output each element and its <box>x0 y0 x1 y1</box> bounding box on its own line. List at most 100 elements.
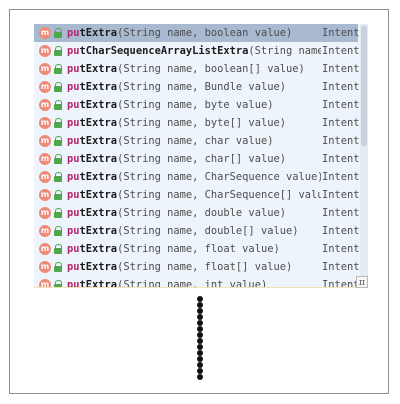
method-name: tExtra <box>79 153 118 165</box>
suggestion-item[interactable]: m putExtra(String name, CharSequence valu… <box>34 168 360 186</box>
public-lock-icon <box>54 226 62 236</box>
method-params: (String name, byte[] value) <box>117 117 286 129</box>
method-signature: putExtra(String name, byte[] value) <box>67 114 321 132</box>
method-signature: putExtra(String name, CharSequence[] val… <box>67 186 321 204</box>
suggestion-item[interactable]: m putExtra(String name, float[] value)Int… <box>34 258 360 276</box>
method-params: (String name, double value) <box>117 207 286 219</box>
method-signature: putExtra(String name, boolean[] value) <box>67 60 321 78</box>
public-lock-icon <box>54 244 62 254</box>
public-lock-icon <box>54 82 62 92</box>
method-signature: putExtra(String name, Bundle value) <box>67 78 321 96</box>
suggestion-item[interactable]: m putExtra(String name, CharSequence[] va… <box>34 186 360 204</box>
method-name: tExtra <box>79 243 118 255</box>
method-params: (String name, byte value) <box>117 99 274 111</box>
public-lock-icon <box>54 100 62 110</box>
return-type: Intent <box>322 243 360 255</box>
method-name: tExtra <box>79 99 118 111</box>
method-name: tExtra <box>79 225 118 237</box>
method-icon: m <box>39 225 51 237</box>
method-name: tCharSequenceArrayListExtra <box>79 45 249 57</box>
method-params: (String name, double[] value) <box>117 225 299 237</box>
method-name: tExtra <box>79 135 118 147</box>
match-prefix: pu <box>67 135 80 147</box>
match-prefix: pu <box>67 81 80 93</box>
public-lock-icon <box>54 64 62 74</box>
method-name: tExtra <box>79 171 118 183</box>
suggestion-item[interactable]: m putExtra(String name, float value) Inten… <box>34 240 360 258</box>
public-lock-icon <box>54 280 62 288</box>
method-name: tExtra <box>79 81 118 93</box>
method-name: tExtra <box>79 117 118 129</box>
method-signature: putExtra(String name, float[] value) <box>67 258 321 276</box>
method-icon: m <box>39 117 51 129</box>
public-lock-icon <box>54 28 62 38</box>
match-prefix: pu <box>67 117 80 129</box>
method-params: (String name, char[] value) <box>117 153 286 165</box>
method-icon: m <box>39 207 51 219</box>
method-icon: m <box>39 171 51 183</box>
suggestion-item[interactable]: m putExtra(String name, double[] value)In… <box>34 222 360 240</box>
method-params: (String name, CharSequence value) <box>117 171 321 183</box>
scrollbar-track[interactable] <box>360 24 368 288</box>
return-type: Intent <box>322 153 360 165</box>
public-lock-icon <box>54 154 62 164</box>
method-signature: putExtra(String name, boolean value) <box>67 24 321 42</box>
method-params: (String name, Bundle value) <box>117 81 286 93</box>
public-lock-icon <box>54 118 62 128</box>
match-prefix: pu <box>67 153 80 165</box>
method-name: tExtra <box>79 279 118 288</box>
pi-icon[interactable]: π <box>356 276 368 288</box>
popup-bottom-border <box>34 287 368 288</box>
match-prefix: pu <box>67 99 80 111</box>
method-icon: m <box>39 243 51 255</box>
method-icon: m <box>39 99 51 111</box>
match-prefix: pu <box>67 207 80 219</box>
method-params: (String name, boolean value) <box>117 27 293 39</box>
method-icon: m <box>39 189 51 201</box>
method-name: tExtra <box>79 27 118 39</box>
public-lock-icon <box>54 172 62 182</box>
method-icon: m <box>39 63 51 75</box>
return-type: Intent <box>322 63 360 75</box>
public-lock-icon <box>54 262 62 272</box>
match-prefix: pu <box>67 45 80 57</box>
match-prefix: pu <box>67 171 80 183</box>
method-params: (String name, char value) <box>117 135 274 147</box>
return-type: Intent <box>322 279 360 288</box>
scrollbar-thumb[interactable] <box>361 26 367 146</box>
method-signature: putExtra(String name, char value) <box>67 132 321 150</box>
method-params: (String name, float value) <box>117 243 280 255</box>
return-type: Intent <box>322 171 360 183</box>
method-name: tExtra <box>79 63 118 75</box>
method-signature: putExtra(String name, CharSequence value… <box>67 168 321 186</box>
return-type: Intent <box>322 81 360 93</box>
method-name: tExtra <box>79 207 118 219</box>
suggestion-item[interactable]: m putExtra(String name, boolean value)Int… <box>34 24 360 42</box>
method-icon: m <box>39 135 51 147</box>
method-icon: m <box>39 279 51 288</box>
return-type: Intent <box>322 27 360 39</box>
return-type: Intent <box>322 225 360 237</box>
suggestion-item[interactable]: m putExtra(String name, char[] value) Inte… <box>34 150 360 168</box>
public-lock-icon <box>54 190 62 200</box>
return-type: Intent <box>322 135 360 147</box>
method-params: (String name, CharSequence[] value) <box>117 189 321 201</box>
method-icon: m <box>39 153 51 165</box>
method-icon: m <box>39 261 51 273</box>
suggestion-item[interactable]: m putExtra(String name, boolean[] value)I… <box>34 60 360 78</box>
match-prefix: pu <box>67 243 80 255</box>
return-type: Intent <box>322 261 360 273</box>
method-icon: m <box>39 27 51 39</box>
method-signature: putExtra(String name, byte value) <box>67 96 321 114</box>
match-prefix: pu <box>67 261 80 273</box>
method-signature: putExtra(String name, double[] value) <box>67 222 321 240</box>
